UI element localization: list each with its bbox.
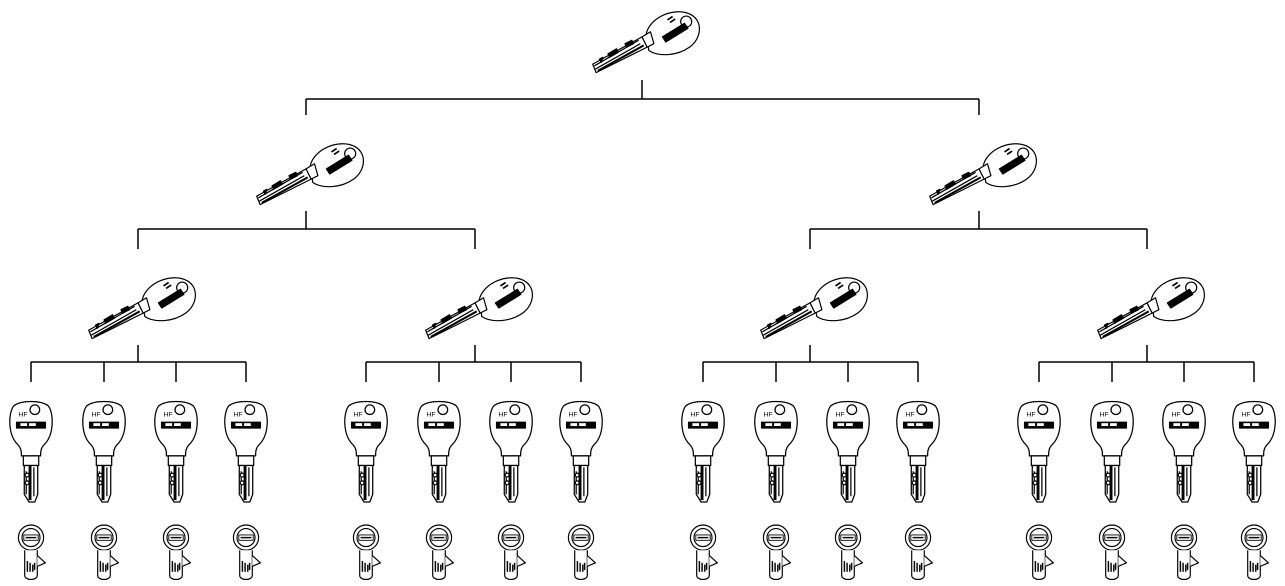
user-key-icon	[488, 400, 534, 504]
cylinder-icon	[232, 524, 262, 581]
cylinder-icon	[1025, 524, 1055, 581]
user-key-icon	[825, 400, 871, 504]
user-key-icon	[680, 400, 726, 504]
user-key-icon	[153, 400, 199, 504]
user-key-icon	[223, 400, 269, 504]
user-key-icon	[8, 400, 54, 504]
cylinder-icon	[904, 524, 934, 581]
user-key-icon	[343, 400, 389, 504]
user-key-icon	[1016, 400, 1062, 504]
user-key-icon	[1089, 400, 1135, 504]
cylinder-icon	[352, 524, 382, 581]
cylinder-icon	[425, 524, 455, 581]
cylinder-icon	[1098, 524, 1128, 581]
user-key-icon	[895, 400, 941, 504]
master-key-icon	[255, 142, 365, 206]
user-key-icon	[558, 400, 604, 504]
cylinder-icon	[567, 524, 597, 581]
sub-master-key-icon	[759, 276, 869, 340]
cylinder-icon	[834, 524, 864, 581]
grand-master-key-icon	[591, 10, 701, 74]
cylinder-icon	[90, 524, 120, 581]
cylinder-icon	[1240, 524, 1270, 581]
master-key-icon	[928, 142, 1038, 206]
user-key-icon	[1161, 400, 1207, 504]
cylinder-icon	[497, 524, 527, 581]
cylinder-icon	[1170, 524, 1200, 581]
hierarchy-connectors	[30, 80, 1255, 382]
cylinder-icon	[762, 524, 792, 581]
user-key-icon	[81, 400, 127, 504]
sub-master-key-icon	[1096, 276, 1206, 340]
user-key-icon	[753, 400, 799, 504]
cylinder-icon	[17, 524, 47, 581]
cylinder-icon	[689, 524, 719, 581]
cylinder-icon	[162, 524, 192, 581]
sub-master-key-icon	[87, 276, 197, 340]
user-key-icon	[416, 400, 462, 504]
sub-master-key-icon	[424, 276, 534, 340]
user-key-icon	[1231, 400, 1277, 504]
